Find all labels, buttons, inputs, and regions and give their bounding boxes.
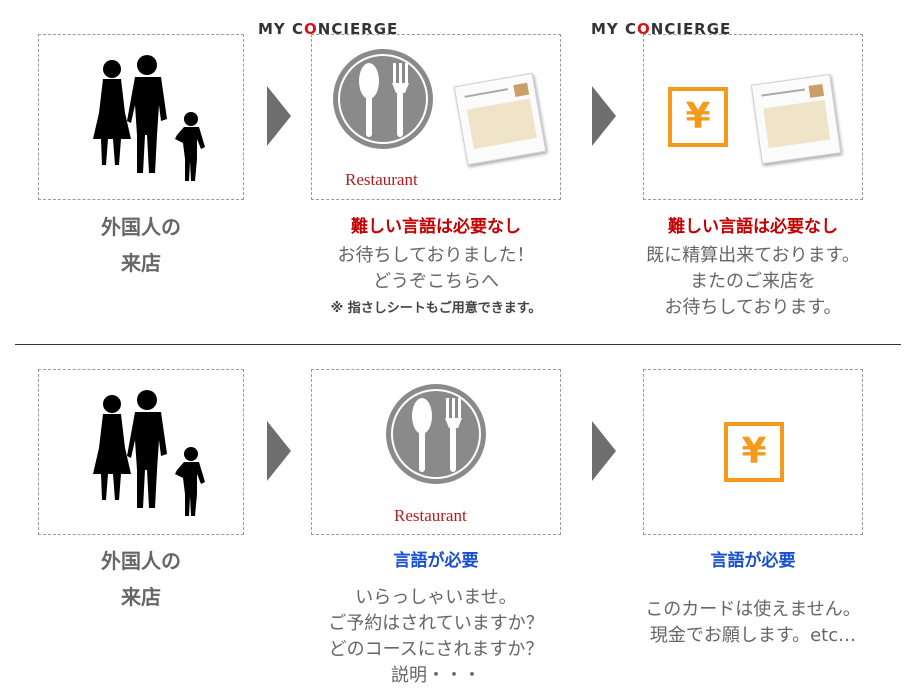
family-panel-bottom — [38, 369, 244, 535]
language-required-heading: 言語が必要 — [710, 551, 796, 571]
body-line: お待ちしております。 — [664, 297, 842, 318]
payment-caption: 言語が必要 このカードは使えません。 現金でお願します。etc… — [633, 546, 873, 649]
body-line: どのコースにされますか？ — [328, 639, 544, 660]
payment-panel-top: ¥ — [643, 34, 863, 200]
arrow-right-icon — [267, 421, 291, 481]
no-language-heading: 難しい言語は必要なし — [668, 217, 838, 237]
brand-suffix: NCIERGE — [650, 20, 732, 38]
caption-line: 外国人の — [101, 215, 181, 239]
body-line: ご予約はされていますか？ — [328, 613, 544, 634]
brand-o: O — [637, 20, 651, 38]
body-line: 現金でお願します。etc… — [649, 625, 857, 646]
arrow-right-icon — [592, 421, 616, 481]
brand-logo: MY CONCIERGE — [591, 20, 731, 38]
caption-line: 来店 — [121, 585, 161, 609]
caption-line: 来店 — [121, 251, 161, 275]
restaurant-label: Restaurant — [394, 506, 467, 525]
no-language-heading: 難しい言語は必要なし — [351, 217, 521, 237]
brand-prefix: MY C — [258, 20, 305, 38]
family-silhouette-icon — [93, 390, 205, 516]
arrow-right-icon — [592, 86, 616, 146]
body-line: このカードは使えません。 — [645, 599, 861, 620]
brand-o: O — [304, 20, 318, 38]
body-line: いらっしゃいませ。 — [355, 587, 517, 608]
yen-icon: ¥ — [668, 87, 728, 147]
caption-line: 外国人の — [101, 549, 181, 573]
family-caption: 外国人の 来店 — [38, 546, 244, 612]
menu-sheet-image — [453, 72, 547, 166]
body-line: またのご来店を — [690, 271, 816, 292]
brand-suffix: NCIERGE — [317, 20, 399, 38]
brand-logo: MY CONCIERGE — [258, 20, 398, 38]
family-silhouette-icon — [93, 55, 205, 181]
section-divider — [15, 344, 901, 345]
body-line: どうぞこちらへ — [373, 271, 499, 292]
family-panel-top — [38, 34, 244, 200]
family-caption: 外国人の 来店 — [38, 212, 244, 278]
restaurant-label: Restaurant — [345, 170, 418, 189]
body-line: 既に精算出来ております。 — [646, 245, 860, 266]
payment-caption: 難しい言語は必要なし 既に精算出来ております。 またのご来店を お待ちしておりま… — [633, 212, 873, 321]
restaurant-panel-bottom: Restaurant — [311, 369, 561, 535]
spoon-fork-icon — [333, 49, 433, 149]
restaurant-panel-top: Restaurant — [311, 34, 561, 200]
restaurant-caption: 言語が必要 いらっしゃいませ。 ご予約はされていますか？ どのコースにされますか… — [301, 546, 571, 689]
yen-icon: ¥ — [724, 422, 784, 482]
body-line: お待ちしておりました！ — [337, 245, 535, 266]
restaurant-caption: 難しい言語は必要なし お待ちしておりました！ どうぞこちらへ ※ 指さしシートも… — [301, 212, 571, 316]
language-required-heading: 言語が必要 — [393, 551, 479, 571]
body-line: 説明・・・ — [391, 665, 481, 686]
spoon-fork-icon — [386, 384, 486, 484]
menu-sheet-image — [750, 73, 842, 165]
brand-prefix: MY C — [591, 20, 638, 38]
arrow-right-icon — [267, 86, 291, 146]
pointing-sheet-note: ※ 指さしシートもご用意できます。 — [330, 301, 542, 316]
payment-panel-bottom: ¥ — [643, 369, 863, 535]
